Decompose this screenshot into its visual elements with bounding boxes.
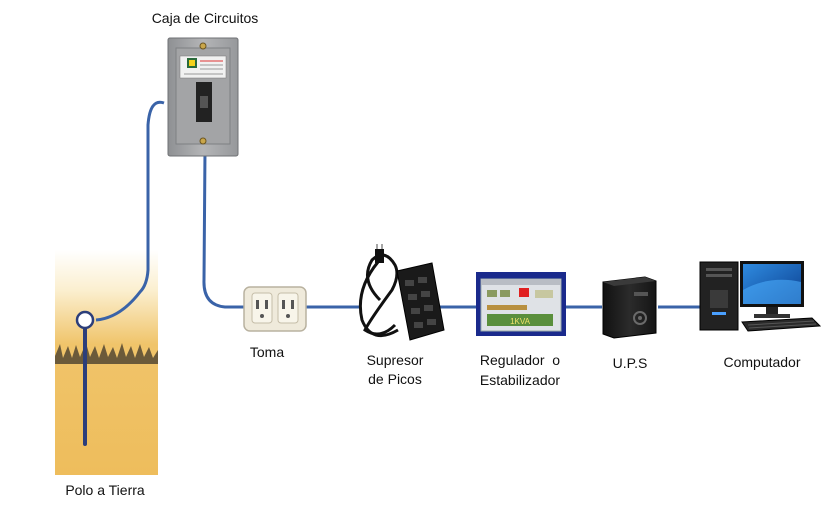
surge-protector (358, 244, 445, 341)
breaker-box (167, 37, 239, 157)
regulator-display-text: 1KVA (510, 317, 531, 326)
wall-outlet (243, 286, 307, 332)
label-outlet: Toma (249, 344, 285, 360)
label-ups: U.P.S (612, 355, 648, 371)
desktop-computer (699, 261, 822, 332)
label-breaker-box: Caja de Circuitos (151, 10, 259, 26)
label-surge-line1: Supresor (366, 352, 424, 368)
voltage-regulator: 1KVA (476, 272, 566, 336)
ground-rod-soil (55, 250, 158, 475)
label-ground-rod: Polo a Tierra (65, 482, 145, 498)
label-regulator-line2: Estabilizador (479, 372, 561, 388)
ups-power-button (633, 311, 647, 325)
ups-unit (602, 276, 657, 339)
label-surge-line2: de Picos (368, 371, 422, 387)
label-computer: Computador (723, 354, 801, 370)
ground-rod-clamp (75, 310, 95, 330)
grass-line (55, 343, 158, 364)
power-light-icon (519, 288, 529, 297)
label-regulator-line1: Regulador o (479, 352, 561, 368)
cable-box-to-outlet (202, 149, 245, 309)
ground-wire (95, 100, 165, 322)
